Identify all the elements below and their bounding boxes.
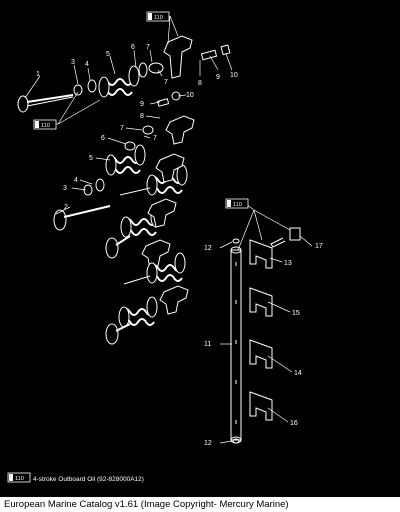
- shaft-plug-bottom: [232, 438, 240, 444]
- valve-lower: [53, 205, 111, 231]
- callout-7c: 7: [120, 125, 124, 132]
- callout-12b: 12: [204, 440, 212, 447]
- leader-lines: [24, 15, 313, 444]
- callout-6b: 6: [101, 135, 105, 142]
- valve-spring-lower: [83, 141, 146, 196]
- callout-10b: 10: [186, 92, 194, 99]
- callout-15: 15: [292, 310, 300, 317]
- valve-seal-upper: [73, 79, 97, 96]
- callout-16: 16: [290, 420, 298, 427]
- callout-2: 2: [64, 204, 68, 211]
- callout-5b: 5: [89, 155, 93, 162]
- oil-tag-top-label: 110: [154, 15, 163, 21]
- callout-14: 14: [294, 370, 302, 377]
- callout-12: 12: [204, 245, 212, 252]
- callout-3: 3: [71, 59, 75, 66]
- oil-tag-left-label: 110: [41, 123, 50, 129]
- callout-7d: 7: [153, 135, 157, 142]
- callout-4b: 4: [74, 177, 78, 184]
- callout-13: 13: [284, 260, 292, 267]
- callout-3b: 3: [63, 185, 67, 192]
- valve-spring-upper: [98, 62, 148, 98]
- callout-1: 1: [36, 71, 40, 78]
- callout-7b: 7: [164, 79, 168, 86]
- callout-8b: 8: [140, 113, 144, 120]
- callout-9: 9: [216, 74, 220, 81]
- legend-text: 4-stroke Outboard Oil (92-828000A12): [33, 476, 144, 483]
- valve-set-4: [105, 285, 189, 345]
- oil-tag-top: 110: [146, 11, 170, 22]
- valve-set-1: [119, 153, 188, 196]
- valve-set-3: [123, 239, 186, 285]
- callout-5: 5: [106, 51, 110, 58]
- callout-labels: 1 3 4 5 6 7 7 8 9 10 10 9 8 7 6 7 5 4 3 …: [36, 44, 323, 447]
- rocker-arm-upper: [148, 35, 231, 79]
- bracket-14: [249, 339, 273, 369]
- shaft-plug-top: [232, 238, 240, 244]
- bracket-13: [249, 239, 273, 269]
- oil-tag-legend-label: 110: [15, 476, 24, 482]
- bolt-17: [270, 227, 301, 248]
- rocker-shaft: [230, 246, 242, 444]
- valve-upper: [17, 94, 74, 113]
- callout-4: 4: [85, 61, 89, 68]
- callout-11: 11: [204, 341, 211, 348]
- oil-tag-legend: 110: [7, 472, 31, 483]
- bracket-15: [249, 287, 273, 317]
- oil-tag-shaft-label: 110: [233, 202, 242, 208]
- callout-7: 7: [146, 44, 150, 51]
- footer-caption: European Marine Catalog v1.61 (Image Cop…: [0, 497, 400, 512]
- rocker-arm-middle: [142, 91, 195, 145]
- callout-6: 6: [131, 44, 135, 51]
- bracket-16: [249, 391, 273, 421]
- callout-8: 8: [198, 80, 202, 87]
- callout-10: 10: [230, 72, 238, 79]
- oil-tag-shaft: 110: [225, 198, 249, 209]
- callout-9b: 9: [140, 101, 144, 108]
- valve-set-2: [105, 198, 177, 259]
- callout-17: 17: [315, 243, 323, 250]
- oil-tag-left: 110: [33, 119, 57, 130]
